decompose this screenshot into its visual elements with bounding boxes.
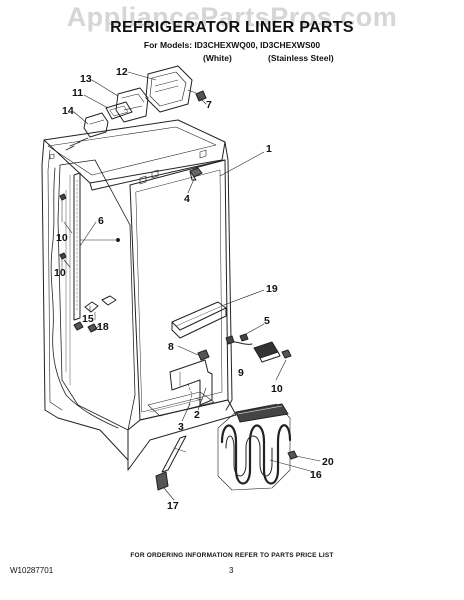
callout-11: 11 — [72, 87, 83, 99]
callout-2: 2 — [194, 409, 200, 421]
callout-10-lower: 10 — [54, 267, 66, 279]
socket-part-14 — [65, 112, 109, 151]
callout-19: 19 — [266, 283, 278, 295]
wire-part-5 — [225, 333, 253, 345]
plug-part-4 — [189, 167, 203, 181]
bracket-parts-2-3 — [169, 359, 213, 409]
page-number: 3 — [229, 566, 234, 575]
callout-7: 7 — [206, 99, 212, 111]
callout-4: 4 — [184, 193, 190, 205]
callout-8: 8 — [168, 341, 174, 353]
trim-part-19 — [171, 301, 227, 339]
document-id: W10287701 — [10, 566, 54, 575]
leader-lines — [63, 71, 321, 501]
screw-part-20 — [287, 450, 298, 460]
callout-6: 6 — [98, 215, 104, 227]
callout-1: 1 — [266, 143, 272, 155]
watermark: AppliancePartsPros.com — [66, 2, 398, 32]
variant-stainless: (Stainless Steel) — [268, 53, 334, 63]
screw-part-7 — [195, 90, 207, 105]
callout-18: 18 — [97, 321, 109, 333]
callout-14: 14 — [62, 105, 74, 117]
page-title: REFRIGERATOR LINER PARTS — [110, 19, 354, 36]
model-list: For Models: ID3CHEXWQ00, ID3CHEXWS00 — [143, 40, 321, 50]
switch-part-9 — [253, 341, 281, 363]
gasket-part-11 — [105, 101, 133, 120]
callout-16: 16 — [310, 469, 322, 481]
coil-part-16 — [217, 403, 292, 491]
callout-20: 20 — [322, 456, 334, 468]
callout-15: 15 — [82, 313, 94, 325]
shelf-ladder-part-6 — [73, 172, 120, 321]
callout-9: 9 — [238, 367, 244, 379]
callout-10-upper: 10 — [56, 232, 68, 244]
variant-white: (White) — [203, 53, 232, 63]
clips-parts-15-18 — [73, 295, 117, 333]
callout-3: 3 — [178, 421, 184, 433]
callout-17: 17 — [167, 500, 179, 512]
ordering-note: FOR ORDERING INFORMATION REFER TO PARTS … — [130, 552, 334, 559]
bracket-part-13 — [115, 87, 149, 123]
screw-part-8 — [197, 349, 210, 361]
callout-12: 12 — [116, 66, 128, 78]
screws-part-10-left — [59, 193, 67, 271]
callout-labels: 1 2 3 4 5 6 7 8 9 10 10 10 11 12 13 14 1… — [54, 66, 334, 512]
callout-10-right: 10 — [271, 383, 283, 395]
callout-5: 5 — [264, 315, 270, 327]
heater-part-17 — [155, 435, 187, 491]
screw-part-10-right — [281, 349, 292, 359]
callout-13: 13 — [80, 73, 92, 85]
housing-part-12 — [145, 65, 197, 113]
liner-tub — [41, 119, 237, 471]
